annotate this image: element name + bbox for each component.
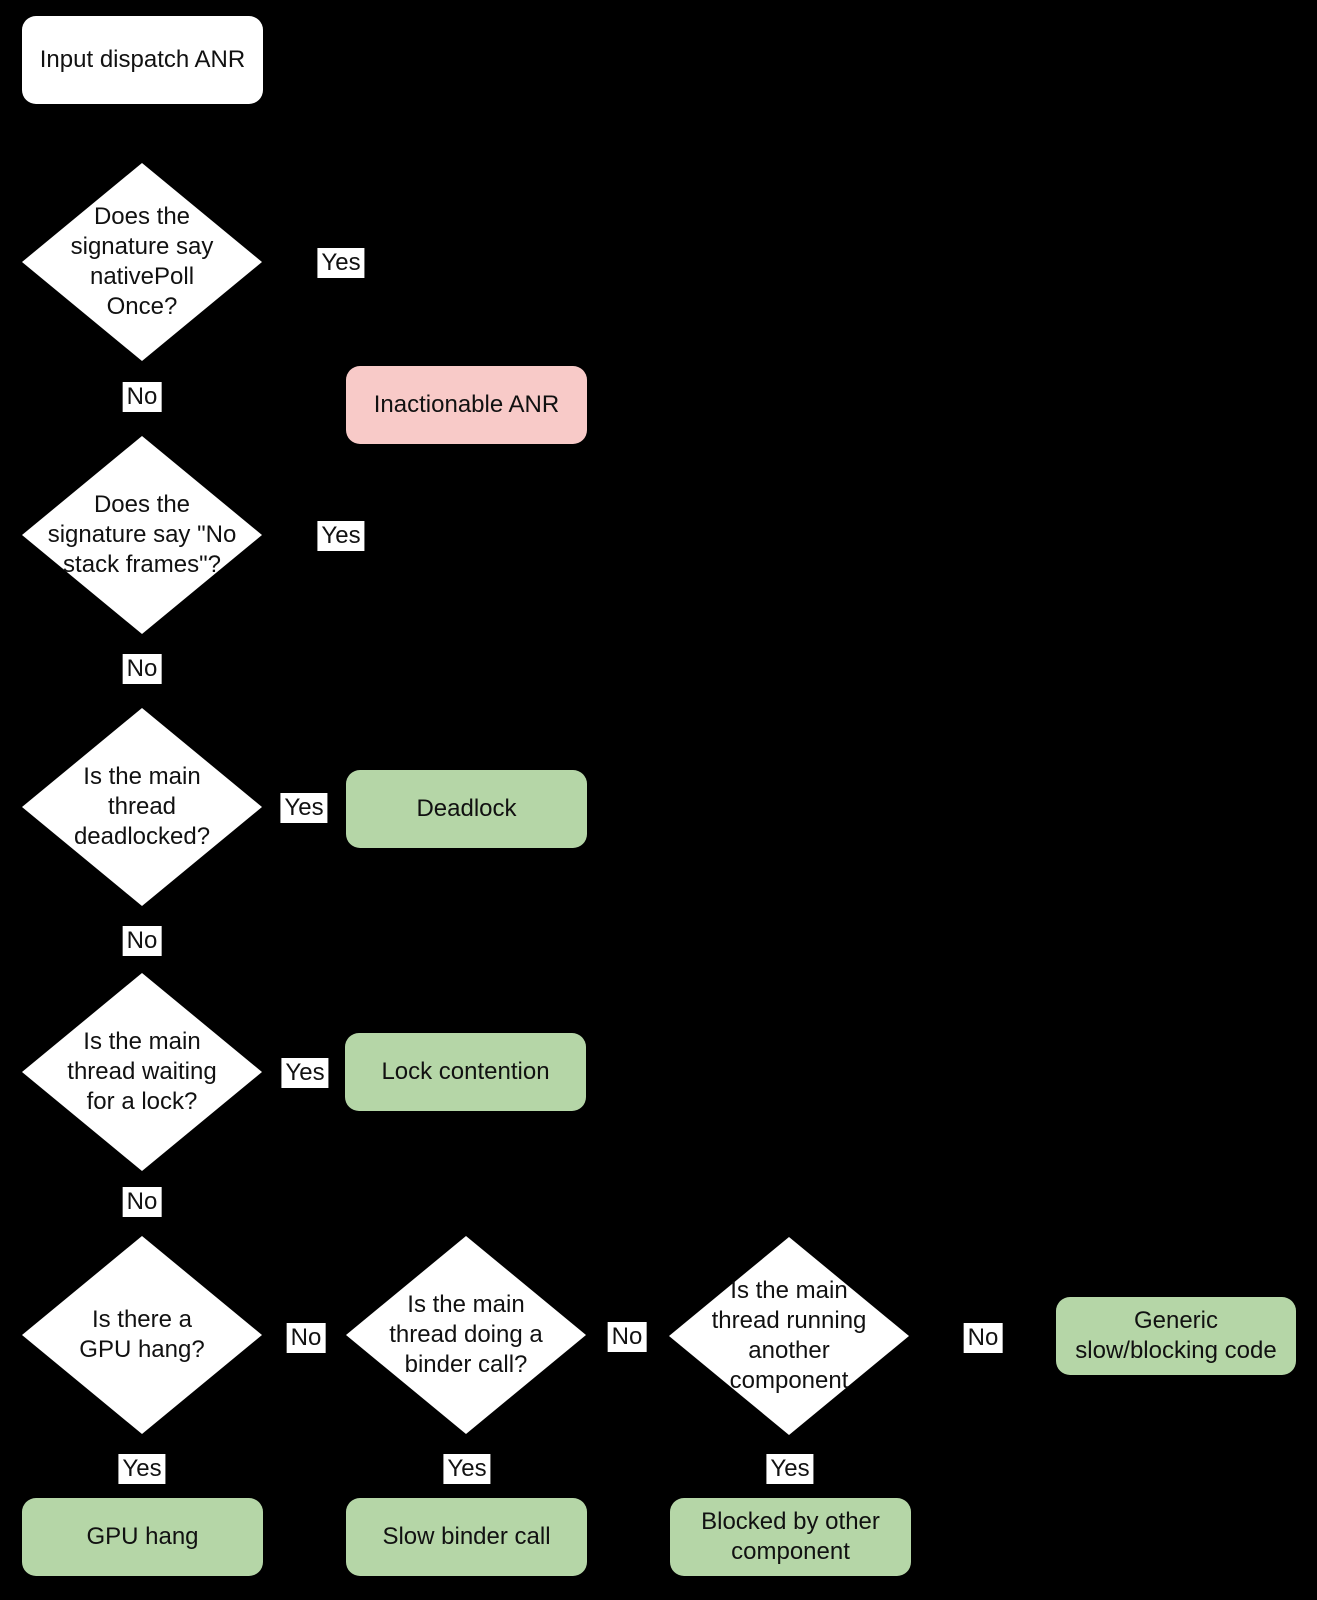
outcome-slow-binder-call: Slow binder call xyxy=(346,1498,587,1576)
outcome-deadlock: Deadlock xyxy=(346,770,587,848)
decision-binder-call: Is the main thread doing a binder call? xyxy=(346,1236,586,1434)
edge-label-yes: Yes xyxy=(118,1454,166,1484)
decision-no-stack-frames: Does the signature say "No stack frames"… xyxy=(22,436,262,634)
outcome-label: Inactionable ANR xyxy=(373,391,560,418)
outcome-label: Deadlock xyxy=(416,795,517,822)
outcome-generic-slow-blocking-code: Generic slow/blocking code xyxy=(1056,1297,1296,1375)
outcome-label: Lock contention xyxy=(381,1058,550,1085)
edge-label-no: No xyxy=(122,1187,162,1217)
decision-label: Does the signature say nativePoll Once? xyxy=(70,203,214,320)
edge-label-no: No xyxy=(286,1323,326,1353)
edge-label-yes: Yes xyxy=(317,248,365,278)
decision-running-another-component: Is the main thread running another compo… xyxy=(669,1237,909,1435)
edge-label-yes: Yes xyxy=(443,1454,491,1484)
outcome-gpu-hang: GPU hang xyxy=(22,1498,263,1576)
decision-label: Is the main thread waiting for a lock? xyxy=(67,1028,217,1115)
edge-label-yes: Yes xyxy=(766,1454,814,1484)
edge-label-no: No xyxy=(122,926,162,956)
edge-label-no: No xyxy=(607,1322,647,1352)
edge-label-no: No xyxy=(963,1323,1003,1353)
edge-label-yes: Yes xyxy=(317,521,365,551)
decision-label: Is the main thread running another compo… xyxy=(711,1277,867,1394)
decision-label: Is there a GPU hang? xyxy=(79,1306,205,1363)
outcome-lock-contention: Lock contention xyxy=(345,1033,586,1111)
outcome-label: GPU hang xyxy=(86,1523,199,1550)
decision-native-poll-once: Does the signature say nativePoll Once? xyxy=(22,163,262,361)
start-node-label: Input dispatch ANR xyxy=(39,46,246,73)
decision-label: Is the main thread doing a binder call? xyxy=(389,1291,543,1378)
outcome-blocked-by-other-component: Blocked by other component xyxy=(670,1498,911,1576)
edge-label-no: No xyxy=(122,654,162,684)
edge-label-yes: Yes xyxy=(280,793,328,823)
decision-label: Is the main thread deadlocked? xyxy=(73,763,211,850)
outcome-inactionable-anr: Inactionable ANR xyxy=(346,366,587,444)
decision-waiting-for-lock: Is the main thread waiting for a lock? xyxy=(22,973,262,1171)
decision-gpu-hang: Is there a GPU hang? xyxy=(22,1236,262,1434)
decision-label: Does the signature say "No stack frames"… xyxy=(47,491,237,578)
edge-label-no: No xyxy=(122,382,162,412)
start-node-input-dispatch-anr: Input dispatch ANR xyxy=(22,16,263,104)
edge-label-yes: Yes xyxy=(281,1058,329,1088)
outcome-label: Slow binder call xyxy=(382,1523,551,1550)
decision-main-thread-deadlocked: Is the main thread deadlocked? xyxy=(22,708,262,906)
outcome-label: Generic slow/blocking code xyxy=(1075,1307,1277,1364)
outcome-label: Blocked by other component xyxy=(701,1508,880,1565)
